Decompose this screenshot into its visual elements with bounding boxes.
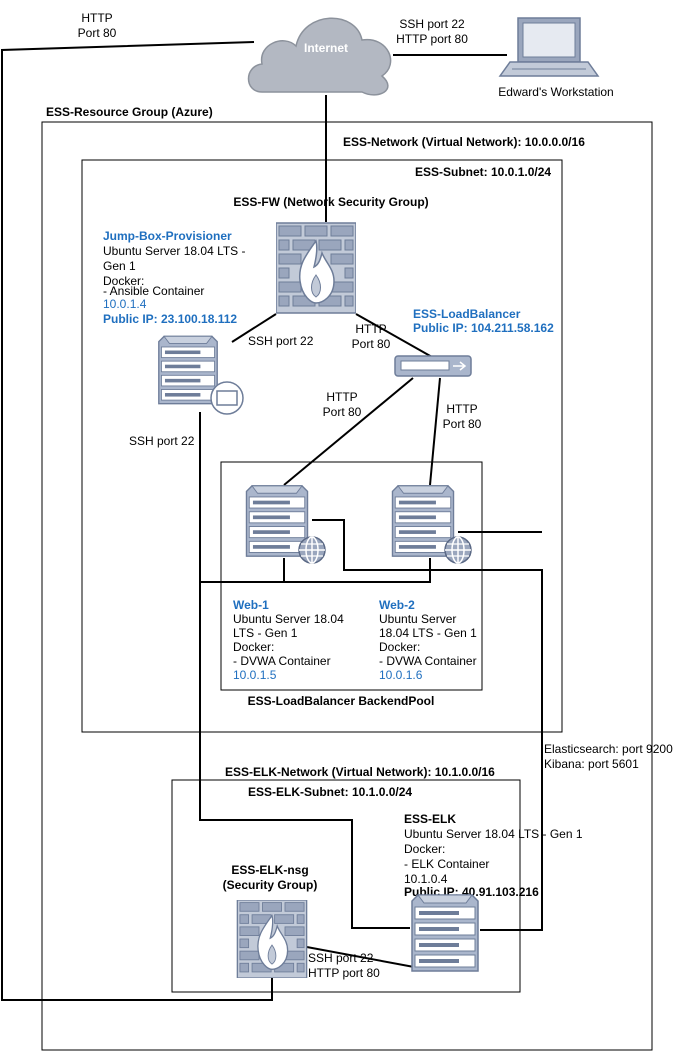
- http-left-line1: HTTP: [81, 11, 112, 25]
- web2-globe-icon: [444, 536, 472, 564]
- fw-lb-http-line1: HTTP: [355, 322, 386, 336]
- subnet-box: [81, 159, 563, 733]
- elk-os: Ubuntu Server 18.04 LTS - Gen 1: [404, 827, 583, 841]
- fw-jump-ssh-label: SSH port 22: [248, 334, 314, 348]
- firewall-label: ESS-FW (Network Security Group): [233, 195, 428, 209]
- nsg-elk-conn-line2: HTTP port 80: [308, 966, 380, 980]
- web1-globe-icon: [298, 536, 326, 564]
- elk-ports-line1: Elasticsearch: port 9200: [544, 742, 673, 756]
- terminal-icon: [210, 381, 244, 415]
- elk-server-icon: [411, 894, 479, 972]
- backend-pool-box: [220, 461, 483, 691]
- web1-ip: 10.0.1.5: [233, 668, 277, 682]
- web2-server-icon: [391, 485, 455, 557]
- jumpbox-docker: Docker:: [103, 274, 144, 288]
- lb-to-web1-line: [283, 377, 414, 486]
- lb-web1-http-line1: HTTP: [326, 390, 357, 404]
- jumpbox-container: - Ansible Container: [103, 284, 204, 298]
- jumpbox-os-line1: Ubuntu Server 18.04 LTS -: [103, 244, 246, 258]
- elk-docker: Docker:: [404, 842, 445, 856]
- web1-os-line2: LTS - Gen 1: [233, 626, 298, 640]
- web2-ip: 10.0.1.6: [379, 668, 423, 682]
- subnet-label: ESS-Subnet: 10.0.1.0/24: [415, 165, 551, 179]
- laptop-icon: [498, 17, 600, 77]
- web2-docker: Docker:: [379, 640, 420, 654]
- elk-name: ESS-ELK: [404, 812, 456, 826]
- jumpbox-server-icon: [158, 335, 218, 405]
- web2-name: Web-2: [379, 598, 415, 612]
- jumpbox-os-line2: Gen 1: [103, 259, 136, 273]
- jumpbox-public-ip: Public IP: 23.100.18.112: [103, 312, 237, 326]
- internet-label: Internet: [304, 41, 348, 55]
- cloud-icon: Internet: [247, 17, 392, 96]
- elk-container: - ELK Container: [404, 857, 489, 871]
- nsg-elk-conn-line1: SSH port 22: [308, 951, 374, 965]
- resource-group-label: ESS-Resource Group (Azure): [46, 105, 213, 119]
- lb-name: ESS-LoadBalancer: [413, 307, 521, 321]
- elk-nsg-type: (Security Group): [223, 878, 318, 892]
- firewall-icon: [276, 222, 356, 314]
- elk-nsg-firewall-icon: [236, 900, 308, 978]
- jumpbox-name: Jump-Box-Provisioner: [103, 229, 232, 243]
- elk-nsg-name: ESS-ELK-nsg: [231, 863, 308, 877]
- vnet-label: ESS-Network (Virtual Network): 10.0.0.0/…: [343, 135, 585, 149]
- web1-docker: Docker:: [233, 640, 274, 654]
- lb-public-ip: Public IP: 104.211.58.162: [413, 321, 554, 335]
- lb-web1-http-line2: Port 80: [323, 405, 362, 419]
- backend-pool-label: ESS-LoadBalancer BackendPool: [248, 694, 435, 708]
- firewall-to-jumpbox-line: [231, 313, 277, 343]
- resource-group-box: [41, 121, 653, 1051]
- elk-subnet-label: ESS-ELK-Subnet: 10.1.0.0/24: [248, 785, 412, 799]
- web1-container: - DVWA Container: [233, 654, 331, 668]
- web1-to-elk-line: [312, 519, 543, 931]
- elk-ip: 10.1.0.4: [404, 872, 448, 886]
- jumpbox-ip: 10.0.1.4: [103, 297, 147, 311]
- http-internet-to-elk-nsg-line: [1, 41, 273, 1001]
- web1-os-line1: Ubuntu Server 18.04: [233, 612, 344, 626]
- web2-container: - DVWA Container: [379, 654, 477, 668]
- lb-to-web2-line: [429, 377, 441, 486]
- web2-os-line2: 18.04 LTS - Gen 1: [379, 626, 477, 640]
- fw-lb-http-line2: Port 80: [352, 337, 391, 351]
- elk-subnet-box: [171, 779, 521, 993]
- web2-os-line1: Ubuntu Server: [379, 612, 456, 626]
- web1-server-icon: [245, 485, 309, 557]
- web1-name: Web-1: [233, 598, 269, 612]
- lb-web2-http-line1: HTTP: [446, 402, 477, 416]
- jump-ssh-left-label: SSH port 22: [129, 434, 195, 448]
- workstation-conn-line2: HTTP port 80: [396, 32, 468, 46]
- jumpbox-to-elk-ssh-line: [199, 412, 410, 929]
- firewall-to-lb-line: [355, 313, 433, 358]
- lb-web2-http-line2: Port 80: [443, 417, 482, 431]
- backend-pool-bus-line: [200, 558, 431, 583]
- elk-vnet-label: ESS-ELK-Network (Virtual Network): 10.1.…: [225, 765, 495, 779]
- elk-ports-line2: Kibana: port 5601: [544, 757, 639, 771]
- workstation-conn-line1: SSH port 22: [399, 17, 465, 31]
- http-left-line2: Port 80: [78, 26, 117, 40]
- load-balancer-icon: [394, 355, 472, 377]
- nsg-to-elk-line: [295, 944, 415, 968]
- workstation-label: Edward's Workstation: [498, 85, 613, 99]
